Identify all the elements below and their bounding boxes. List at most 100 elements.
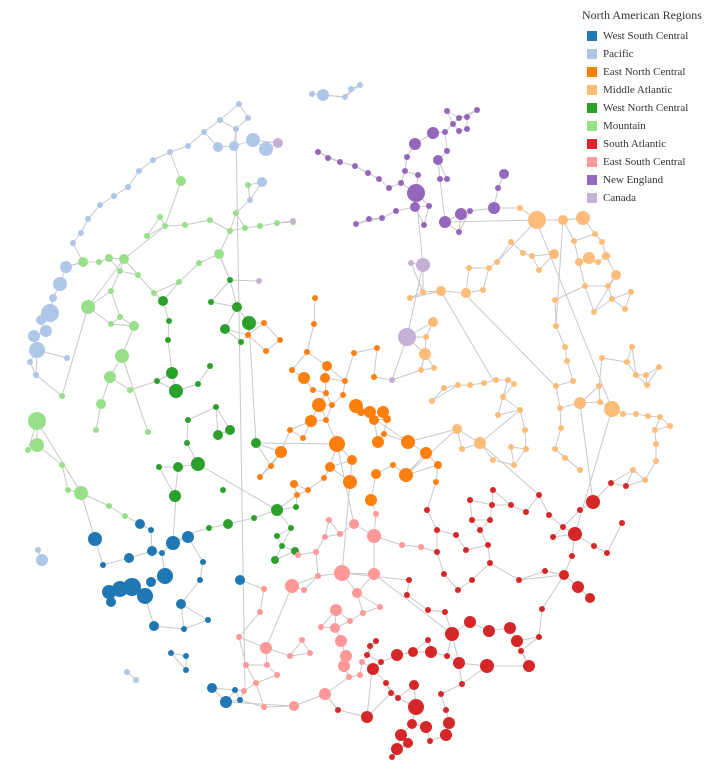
node[interactable] — [318, 624, 324, 630]
node[interactable] — [300, 435, 306, 441]
node[interactable] — [348, 86, 354, 92]
node[interactable] — [365, 494, 377, 506]
node[interactable] — [65, 487, 71, 493]
node[interactable] — [401, 435, 415, 449]
node[interactable] — [433, 479, 439, 485]
node[interactable] — [117, 314, 123, 320]
node[interactable] — [605, 283, 611, 289]
node[interactable] — [166, 318, 172, 324]
node[interactable] — [500, 394, 506, 400]
node[interactable] — [28, 412, 46, 430]
node[interactable] — [127, 387, 133, 393]
node[interactable] — [315, 149, 321, 155]
node[interactable] — [168, 650, 174, 656]
node[interactable] — [518, 648, 524, 654]
node[interactable] — [220, 487, 226, 493]
node[interactable] — [486, 265, 492, 271]
node[interactable] — [285, 579, 299, 593]
node[interactable] — [166, 536, 180, 550]
node[interactable] — [408, 647, 418, 657]
node[interactable] — [399, 542, 405, 548]
node[interactable] — [585, 593, 595, 603]
node[interactable] — [461, 288, 471, 298]
node[interactable] — [147, 546, 157, 556]
node[interactable] — [505, 377, 511, 383]
node[interactable] — [383, 415, 391, 423]
node[interactable] — [335, 707, 341, 713]
node[interactable] — [223, 519, 233, 529]
node[interactable] — [122, 513, 128, 519]
node[interactable] — [508, 502, 514, 508]
node[interactable] — [112, 581, 128, 597]
node[interactable] — [271, 504, 283, 516]
node[interactable] — [572, 581, 584, 593]
node[interactable] — [245, 332, 251, 338]
node[interactable] — [264, 662, 270, 668]
node[interactable] — [404, 592, 410, 598]
node[interactable] — [629, 344, 635, 350]
node[interactable] — [630, 467, 636, 473]
node[interactable] — [416, 258, 430, 272]
node[interactable] — [100, 562, 106, 568]
node[interactable] — [238, 339, 244, 345]
node[interactable] — [539, 606, 545, 612]
node[interactable] — [207, 217, 213, 223]
node[interactable] — [74, 486, 88, 500]
node[interactable] — [117, 268, 123, 274]
node[interactable] — [36, 315, 46, 325]
node[interactable] — [444, 148, 450, 154]
node[interactable] — [444, 108, 450, 114]
node[interactable] — [111, 193, 117, 199]
node[interactable] — [220, 324, 230, 334]
node[interactable] — [53, 277, 67, 291]
node[interactable] — [35, 547, 41, 553]
node[interactable] — [263, 348, 269, 354]
node[interactable] — [102, 585, 116, 599]
node[interactable] — [225, 425, 235, 435]
node[interactable] — [233, 210, 239, 216]
node[interactable] — [642, 477, 648, 483]
node[interactable] — [602, 252, 610, 260]
node[interactable] — [378, 659, 384, 665]
node[interactable] — [361, 711, 373, 723]
node[interactable] — [464, 616, 476, 628]
node[interactable] — [377, 406, 389, 418]
node[interactable] — [342, 94, 348, 100]
node[interactable] — [329, 436, 345, 452]
node[interactable] — [409, 680, 419, 690]
node[interactable] — [529, 253, 535, 259]
node[interactable] — [136, 168, 142, 174]
node[interactable] — [574, 397, 586, 409]
node[interactable] — [242, 225, 248, 231]
node[interactable] — [70, 240, 76, 246]
node[interactable] — [319, 688, 331, 700]
node[interactable] — [434, 527, 440, 533]
node[interactable] — [523, 509, 529, 515]
node[interactable] — [381, 431, 387, 437]
node[interactable] — [191, 457, 205, 471]
node[interactable] — [415, 172, 421, 178]
node[interactable] — [504, 622, 516, 634]
node[interactable] — [407, 184, 425, 202]
node[interactable] — [217, 117, 223, 123]
node[interactable] — [105, 254, 113, 262]
node[interactable] — [261, 704, 267, 710]
node[interactable] — [591, 309, 597, 315]
node[interactable] — [443, 707, 449, 713]
node[interactable] — [352, 163, 358, 169]
node[interactable] — [317, 89, 329, 101]
node[interactable] — [260, 642, 272, 654]
node[interactable] — [455, 382, 461, 388]
node[interactable] — [365, 170, 371, 176]
node[interactable] — [455, 587, 461, 593]
node[interactable] — [299, 637, 305, 643]
node[interactable] — [466, 265, 472, 271]
node[interactable] — [487, 560, 493, 566]
node[interactable] — [235, 575, 245, 585]
node[interactable] — [582, 283, 588, 289]
node[interactable] — [456, 128, 462, 134]
node[interactable] — [351, 350, 357, 356]
node[interactable] — [176, 599, 186, 609]
node[interactable] — [583, 252, 595, 264]
node[interactable] — [88, 532, 102, 546]
